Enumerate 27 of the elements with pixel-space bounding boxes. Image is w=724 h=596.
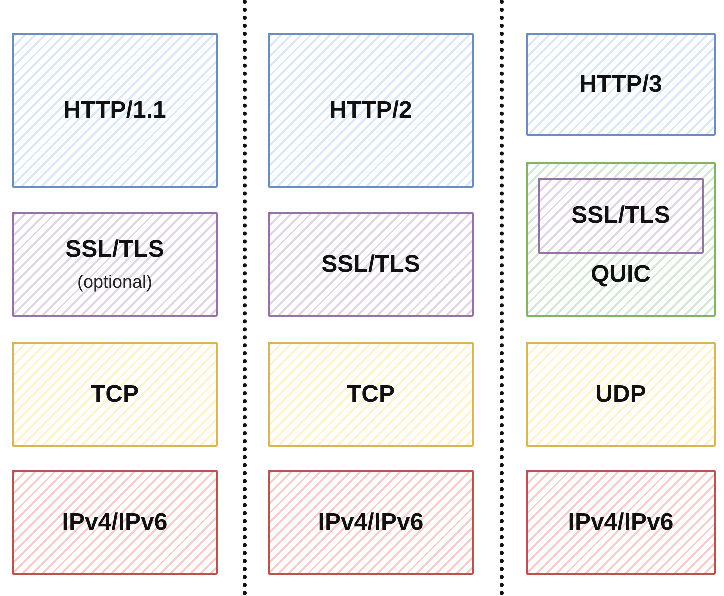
layer-label: SSL/TLS — [572, 202, 670, 230]
protocol-layer-box — [12, 470, 218, 575]
protocol-layer-box — [12, 212, 218, 317]
layer-label: QUIC — [591, 261, 651, 289]
protocol-layer-box — [526, 470, 716, 575]
layer-note: (optional) — [77, 272, 153, 293]
layer-label: IPv4/IPv6 — [318, 508, 424, 536]
layer-label: UDP — [596, 380, 646, 408]
protocol-layer-box — [268, 342, 474, 447]
protocol-layer-box — [526, 342, 716, 447]
layer-label: TCP — [347, 380, 395, 408]
protocol-layer-box — [268, 212, 474, 317]
layer-label: IPv4/IPv6 — [62, 508, 168, 536]
layer-label: SSL/TLS — [66, 236, 164, 264]
layer-label: IPv4/IPv6 — [568, 508, 674, 536]
layer-label: HTTP/1.1 — [64, 96, 166, 124]
protocol-layer-box — [12, 33, 218, 188]
layer-label: TCP — [91, 380, 139, 408]
layer-label: HTTP/3 — [580, 70, 662, 98]
container-layer-box — [526, 162, 716, 317]
protocol-layer-box — [268, 470, 474, 575]
protocol-layer-box — [268, 33, 474, 188]
protocol-layer-box — [12, 342, 218, 447]
protocol-layer-box — [526, 33, 716, 136]
layer-label: SSL/TLS — [322, 250, 420, 278]
nested-layer-box — [538, 178, 704, 254]
layer-label: HTTP/2 — [330, 96, 412, 124]
